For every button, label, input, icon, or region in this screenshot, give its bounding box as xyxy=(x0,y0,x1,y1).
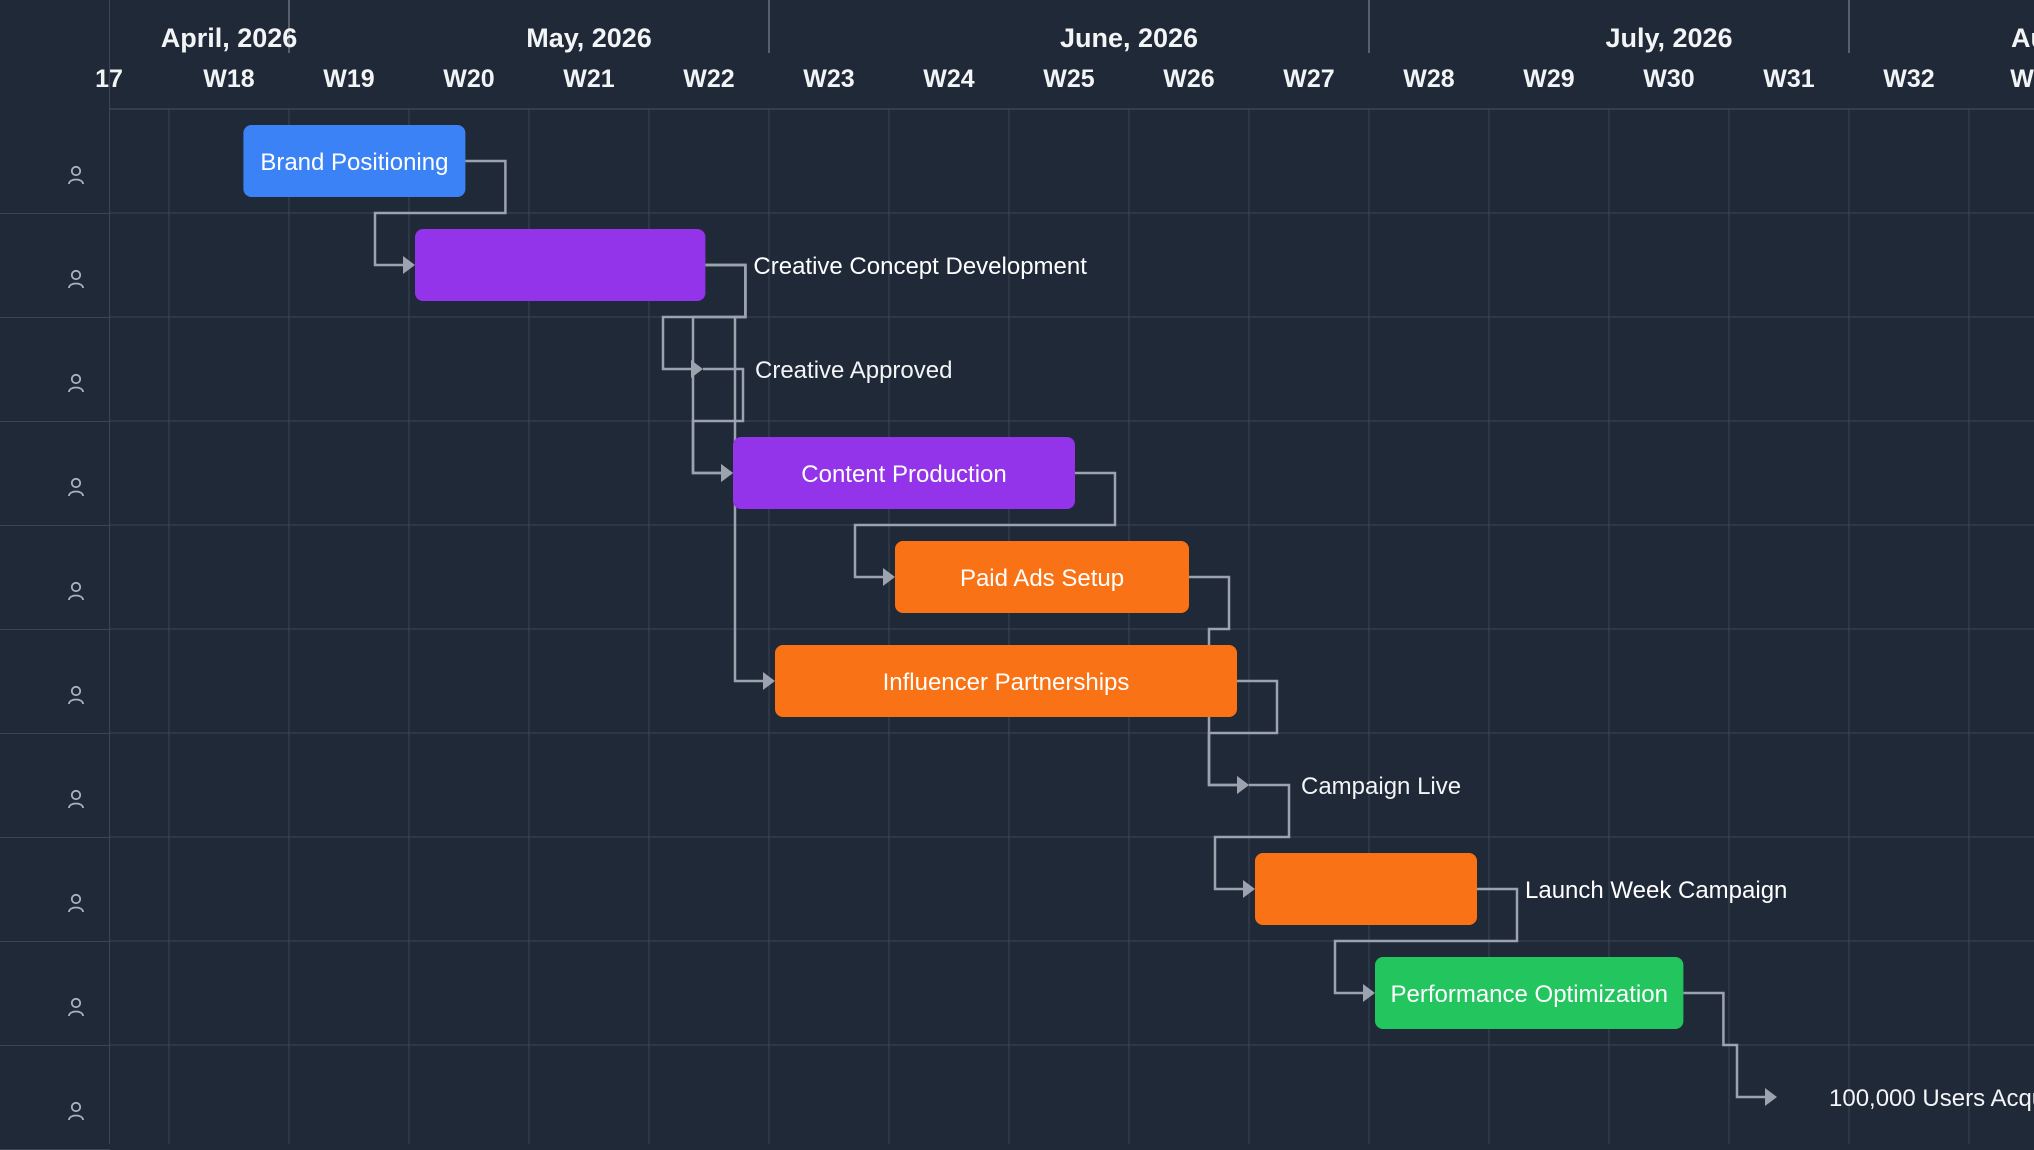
week-label: W26 xyxy=(1163,65,1214,93)
task-owner xyxy=(59,165,85,185)
milestone-label: Creative Approved xyxy=(755,357,952,384)
dependency-connector xyxy=(705,263,763,683)
week-label: W32 xyxy=(1883,65,1934,93)
week-label: W28 xyxy=(1403,65,1455,93)
connector-arrow xyxy=(403,256,415,274)
task-row-label[interactable] xyxy=(0,629,110,734)
person-icon xyxy=(68,165,84,185)
dependency-connector xyxy=(373,159,507,267)
task-bar[interactable] xyxy=(895,541,1189,613)
connector-arrow xyxy=(721,464,733,482)
week-label: W22 xyxy=(683,65,734,93)
connector-arrow xyxy=(1237,776,1249,794)
task-owner xyxy=(59,997,85,1017)
task-bar[interactable] xyxy=(415,229,706,301)
connector-arrow xyxy=(883,568,895,586)
sidebar-divider xyxy=(109,0,110,1144)
dependency-connector xyxy=(1207,679,1279,787)
task-row-label[interactable] xyxy=(0,525,110,630)
connector-arrow xyxy=(763,672,775,690)
dependency-connector xyxy=(1683,991,1765,1099)
task-owner xyxy=(59,789,85,809)
person-icon xyxy=(68,581,84,601)
task-bar[interactable] xyxy=(1255,853,1477,925)
person-icon xyxy=(68,477,84,497)
month-label: May, 2026 xyxy=(526,23,652,53)
dependency-connector xyxy=(1333,887,1519,995)
task-owner xyxy=(59,1101,85,1121)
person-icon xyxy=(68,685,84,705)
week-label: W30 xyxy=(1643,65,1694,93)
week-label: W29 xyxy=(1523,65,1574,93)
task-bar[interactable] xyxy=(243,125,466,197)
week-label: W18 xyxy=(203,65,255,93)
task-bar-label: Launch Week Campaign xyxy=(1525,877,1787,904)
person-icon xyxy=(68,789,84,809)
task-row-label[interactable] xyxy=(0,317,110,422)
task-bar[interactable] xyxy=(733,437,1075,509)
week-label: W3 xyxy=(2010,65,2034,93)
person-icon xyxy=(68,269,84,289)
task-row-label[interactable] xyxy=(0,941,110,1046)
connector-arrow xyxy=(1363,984,1375,1002)
task-bar-label: Creative Concept Development xyxy=(753,253,1087,280)
task-owner xyxy=(59,477,85,497)
dependency-connector xyxy=(691,367,745,475)
connector-arrow xyxy=(1243,880,1255,898)
week-label: W20 xyxy=(443,65,494,93)
week-label: W21 xyxy=(563,65,615,93)
week-label: W19 xyxy=(323,65,374,93)
task-row-label[interactable] xyxy=(0,109,110,214)
week-label: W27 xyxy=(1283,65,1334,93)
task-bar[interactable] xyxy=(1375,957,1684,1029)
week-label: W31 xyxy=(1763,65,1815,93)
person-icon xyxy=(68,997,84,1017)
connector-arrow xyxy=(1765,1088,1777,1106)
milestone-label: 100,000 Users Acquired xyxy=(1829,1085,2034,1112)
month-label: June, 2026 xyxy=(1060,23,1198,53)
task-bar-label: Paid Ads Setup xyxy=(960,565,1124,592)
month-label: Au xyxy=(2011,23,2034,53)
dependency-connector xyxy=(853,471,1117,579)
task-row-label[interactable] xyxy=(0,213,110,318)
task-bar[interactable] xyxy=(775,645,1237,717)
task-bar-label: Brand Positioning xyxy=(260,149,448,176)
month-label: April, 2026 xyxy=(161,23,298,53)
task-row-label[interactable] xyxy=(0,837,110,942)
milestone-label: Campaign Live xyxy=(1301,773,1461,800)
task-bar-label: Content Production xyxy=(801,461,1006,488)
task-bar-label: Performance Optimization xyxy=(1390,981,1667,1008)
task-bar-label: Influencer Partnerships xyxy=(883,669,1130,696)
month-label: July, 2026 xyxy=(1605,23,1732,53)
week-label: W23 xyxy=(803,65,854,93)
person-icon xyxy=(68,1101,84,1121)
task-owner xyxy=(59,373,85,393)
task-row-label[interactable] xyxy=(0,421,110,526)
week-label: W24 xyxy=(923,65,975,93)
person-icon xyxy=(68,893,84,913)
task-owner xyxy=(59,893,85,913)
dependency-connector xyxy=(1213,783,1291,891)
task-owner xyxy=(59,581,85,601)
task-row-label[interactable] xyxy=(0,733,110,838)
task-owner xyxy=(59,685,85,705)
week-label: 17 xyxy=(95,65,123,93)
person-icon xyxy=(68,373,84,393)
task-owner xyxy=(59,269,85,289)
week-label: W25 xyxy=(1043,65,1095,93)
